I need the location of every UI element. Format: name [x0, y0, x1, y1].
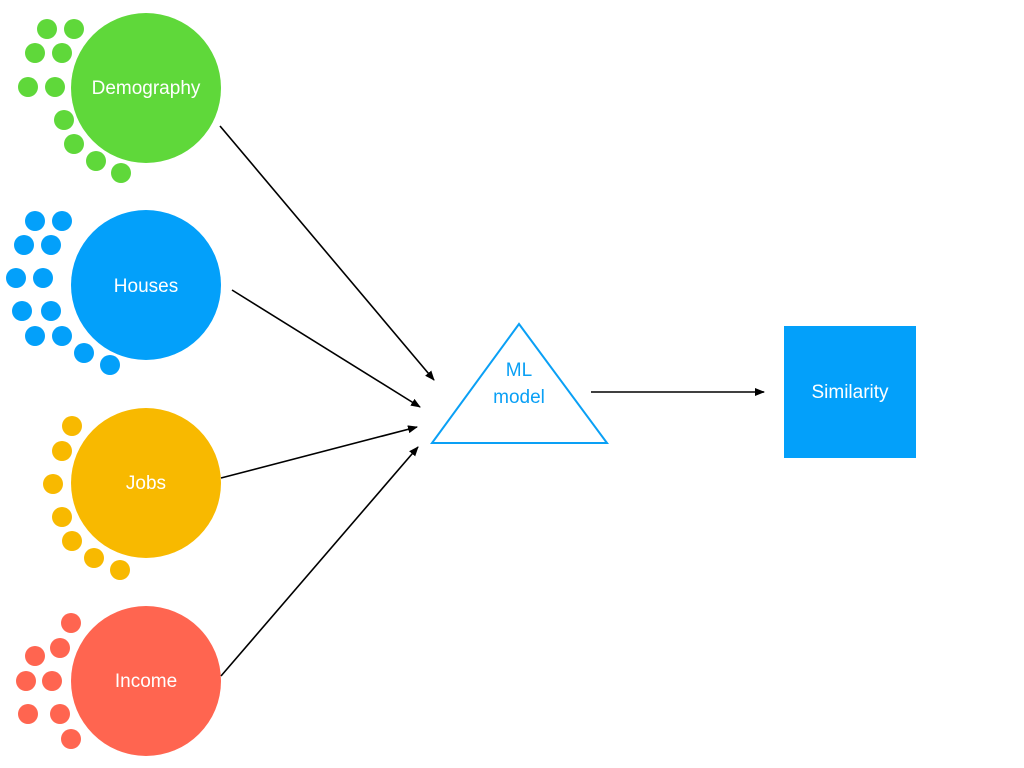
similarity-box — [784, 326, 916, 458]
jobs-label: Jobs — [126, 473, 166, 494]
node-demography — [71, 13, 221, 163]
arrow-jobs-to-model — [220, 425, 418, 479]
node-jobs — [71, 408, 221, 558]
houses-dots — [6, 211, 120, 375]
demography-dots — [18, 19, 131, 183]
income-label: Income — [115, 671, 177, 692]
arrow-houses-to-model — [231, 289, 421, 408]
houses-label: Houses — [114, 276, 178, 297]
ml-model-label-line2: model — [493, 387, 545, 408]
node-houses — [71, 210, 221, 360]
ml-model-label-line1: ML — [506, 360, 532, 381]
arrow-income-to-model — [220, 446, 419, 677]
ml-model-triangle — [430, 322, 609, 444]
income-dots — [16, 613, 81, 749]
demography-label: Demography — [92, 78, 201, 99]
arrow-demography-to-model — [219, 125, 435, 381]
node-income — [71, 606, 221, 756]
jobs-dots — [43, 416, 130, 580]
similarity-label: Similarity — [811, 382, 889, 403]
